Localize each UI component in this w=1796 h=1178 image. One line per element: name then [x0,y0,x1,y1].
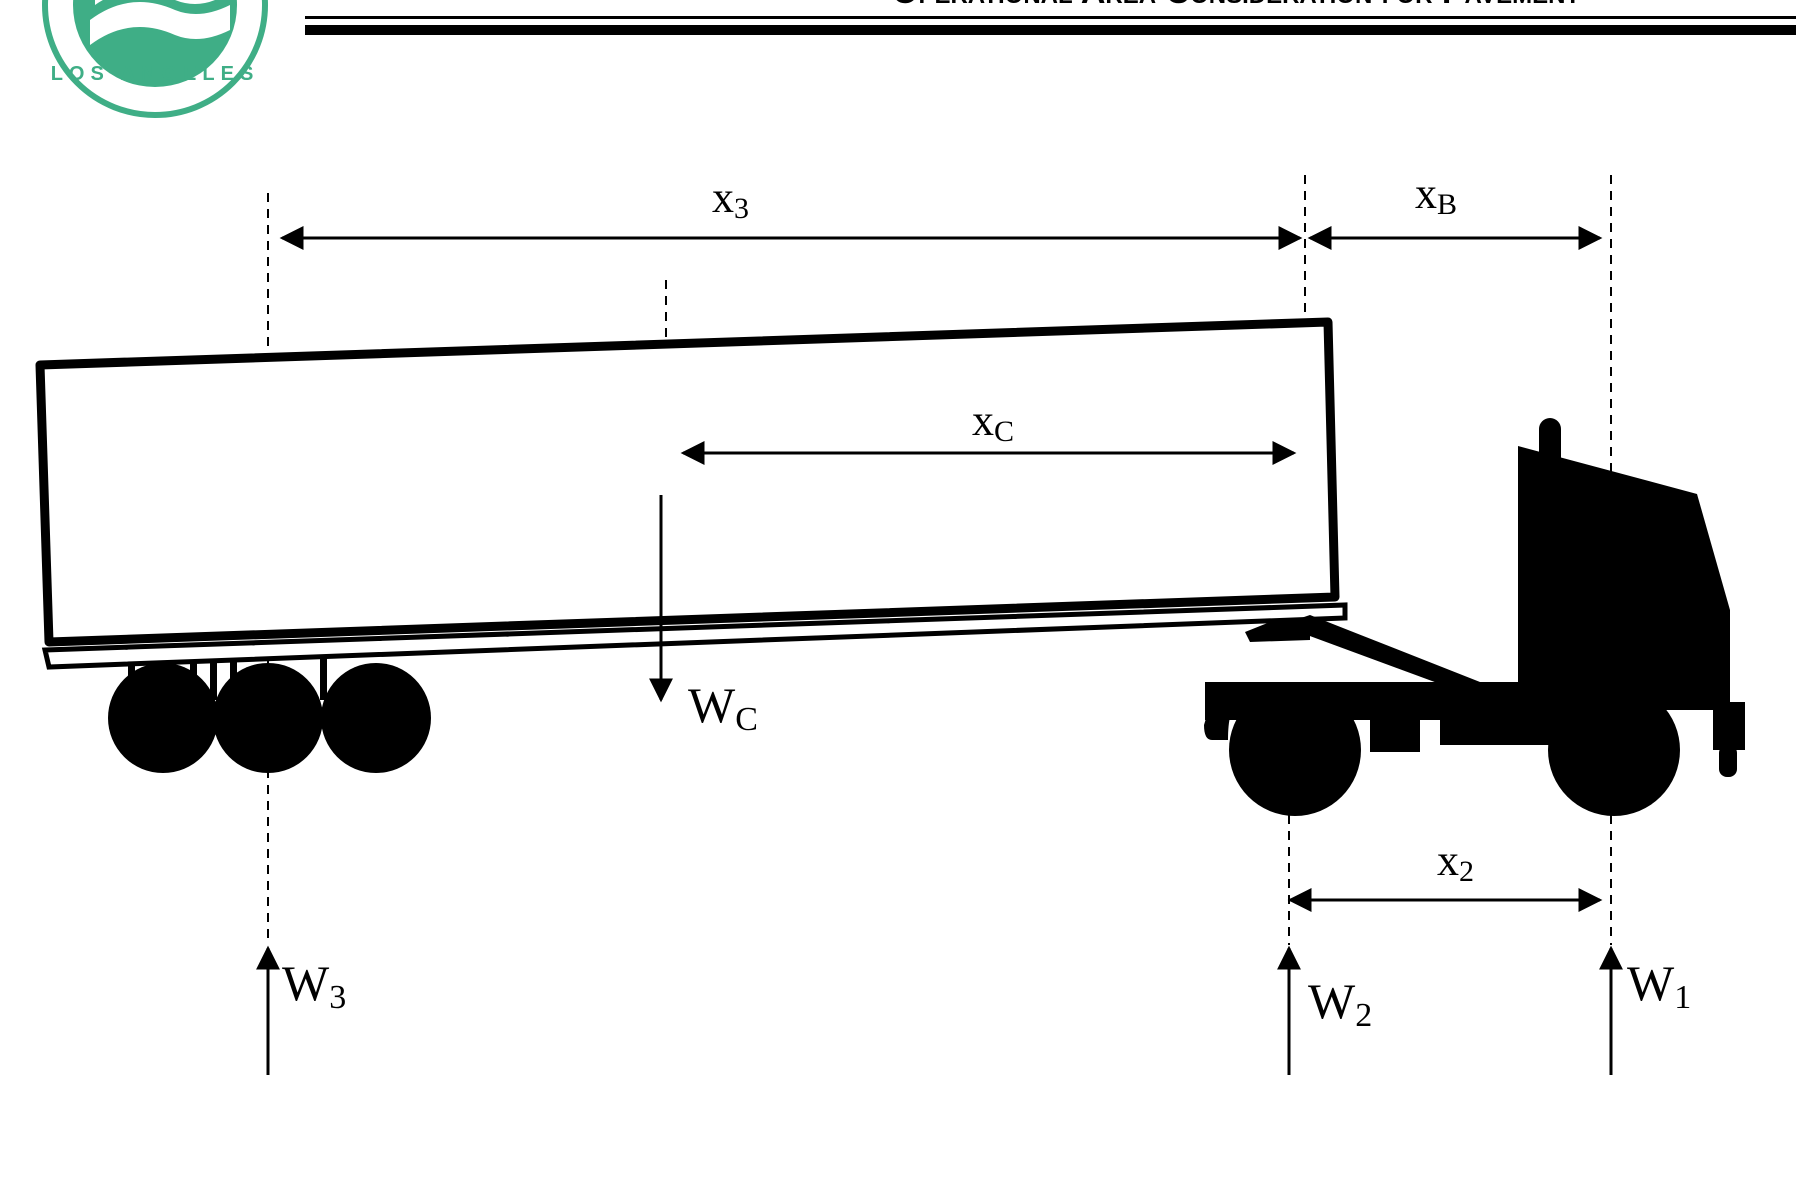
page-title: Operational Area Consideration for Pavem… [892,0,1580,11]
logo-text: LOS ANGELES [51,63,260,85]
header-rule-thin [305,16,1796,19]
port-logo: LOS ANGELES [42,0,268,118]
trailer-frame [41,602,1348,670]
exhaust-stack [1539,418,1561,488]
tractor [1204,418,1745,816]
trailer-body [35,317,1340,647]
trailer-wheel-2 [213,663,323,773]
page-header: LOS ANGELES Operational Area Considerati… [42,0,1796,118]
label-W1: W1 [1627,955,1691,1016]
force-arrows [256,495,1623,1075]
drive-wheel [1229,684,1361,816]
dimension-arrows [279,226,1603,912]
header-rule-thick [305,25,1796,35]
trailer-wheel-3 [321,663,431,773]
trailer-wheel-1 [108,663,218,773]
trailer [35,317,1348,773]
label-x3: x3 [712,173,749,225]
label-xC: xC [972,396,1014,448]
label-xB: xB [1415,169,1457,221]
front-wheel [1548,684,1680,816]
tractor-cab [1518,446,1730,710]
diagram-labels: x3 xB xC x2 WC W3 W2 W1 [282,169,1691,1034]
label-Wc: WC [688,677,758,738]
label-x2: x2 [1437,836,1474,888]
label-W3: W3 [282,955,346,1016]
label-W2: W2 [1308,973,1372,1034]
